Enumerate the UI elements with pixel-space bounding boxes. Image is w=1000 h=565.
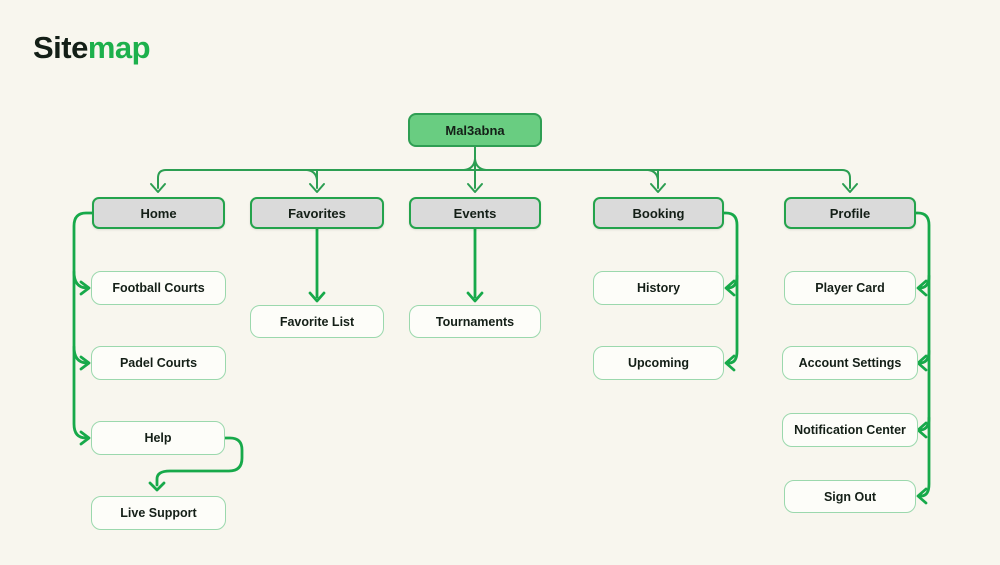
node-favorite-list: Favorite List xyxy=(250,305,384,338)
page-title: Sitemap xyxy=(33,30,151,66)
node-padel-courts: Padel Courts xyxy=(91,346,226,380)
node-booking: Booking xyxy=(593,197,724,229)
page-title-accent: map xyxy=(87,30,151,65)
node-upcoming: Upcoming xyxy=(593,346,724,380)
node-favorites: Favorites xyxy=(250,197,384,229)
node-profile: Profile xyxy=(784,197,916,229)
node-events: Events xyxy=(409,197,541,229)
node-home: Home xyxy=(92,197,225,229)
node-mal3abna-root: Mal3abna xyxy=(408,113,542,147)
node-tournaments: Tournaments xyxy=(409,305,541,338)
node-help: Help xyxy=(91,421,225,455)
node-live-support: Live Support xyxy=(91,496,226,530)
node-player-card: Player Card xyxy=(784,271,916,305)
page-title-primary: Site xyxy=(33,30,88,65)
node-notification-center: Notification Center xyxy=(782,413,918,447)
node-football-courts: Football Courts xyxy=(91,271,226,305)
node-history: History xyxy=(593,271,724,305)
node-sign-out: Sign Out xyxy=(784,480,916,513)
node-account-settings: Account Settings xyxy=(782,346,918,380)
